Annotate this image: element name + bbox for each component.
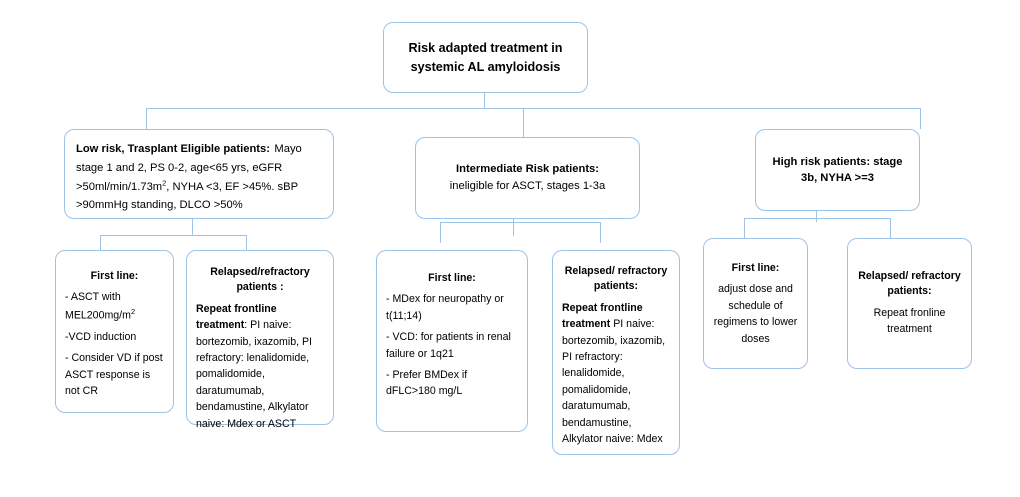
connector-low-drop-first-line [100,235,102,250]
node-title[interactable]: Risk adapted treatment in systemic AL am… [383,22,588,93]
low-risk-body-line3: >90mmHg standing, DLCO >50% [76,199,243,212]
node-intermediate-relapsed[interactable]: Relapsed/ refractory patients: Repeat fr… [552,250,680,455]
connector-high-drop-relapsed [890,218,892,238]
node-low-relapsed-body-rest: : PI naive: bortezomib, ixazomib, PI ref… [196,319,312,430]
connector-intermediate-drop-relapsed [600,222,602,243]
low-risk-body-line2-post: , NYHA <3, EF >45%. sBP [166,180,298,193]
connector-intermediate-bus [440,222,601,224]
node-low-relapsed[interactable]: Relapsed/refractory patients : Repeat fr… [186,250,334,430]
connector-low-drop-relapsed [246,235,248,250]
node-low-first-line-item-2: - Consider VD if post ASCT response is n… [65,352,163,397]
node-intermediate-relapsed-body-bold: Repeat frontline treatment [562,301,643,331]
node-high-relapsed-body: Repeat fronline treatment [873,306,946,336]
node-high-relapsed-heading: Relapsed/ refractory patients: [858,270,961,298]
node-high-risk-heading: High risk patients: stage 3b, NYHA >=3 [772,155,903,184]
node-low-risk-body: Mayo stage 1 and 2, PS 0-2, age<65 yrs, … [76,143,302,211]
node-low-first-line-heading: First line: [90,270,139,282]
node-high-first-line-heading: First line: [731,262,780,274]
node-low-relapsed-heading: Relapsed/refractory patients : [210,266,310,294]
node-low-relapsed-body: Repeat frontline treatment: PI naive: bo… [196,301,324,432]
connector-drop-low-risk [146,108,148,129]
node-low-relapsed-body-bold: Repeat frontline treatment [196,302,277,332]
node-intermediate-risk-heading: Intermediate Risk patients: [456,163,599,176]
node-low-risk[interactable]: Low risk, Trasplant Eligible patients: M… [64,129,334,219]
connector-high-bus [744,218,891,220]
connector-intermediate-stem [513,219,515,236]
node-high-relapsed[interactable]: Relapsed/ refractory patients: Repeat fr… [847,238,972,369]
low-first-line-item0-text: - ASCT with MEL200mg/m [65,291,131,322]
node-intermediate-relapsed-heading: Relapsed/ refractory patients: [564,265,668,293]
node-title-label: Risk adapted treatment in systemic AL am… [408,41,563,74]
node-high-first-line[interactable]: First line: adjust dose and schedule of … [703,238,808,369]
node-intermediate-first-line-heading: First line: [428,272,476,284]
node-intermediate-relapsed-body: Repeat frontline treatment PI naive: bor… [562,300,670,448]
node-intermediate-risk-body: ineligible for ASCT, stages 1-3a [449,179,606,192]
node-high-first-line-body: adjust dose and schedule of regimens to … [713,283,798,345]
connector-title-stem [484,93,486,109]
node-intermediate-risk[interactable]: Intermediate Risk patients: ineligible f… [415,137,640,219]
low-risk-body-line2-pre: >50ml/min/1.73m [76,180,163,193]
low-risk-body-line1: Mayo stage 1 and 2, PS 0-2, age<65 yrs, … [76,143,302,174]
low-first-line-item0-sup: 2 [130,306,136,316]
connector-high-drop-first-line [744,218,746,238]
connector-low-stem [192,219,194,236]
low-risk-body-line2-sup: 2 [162,177,167,187]
connector-low-bus [100,235,247,237]
node-intermediate-relapsed-body-rest: PI naive: bortezomib, ixazomib, PI refra… [562,318,666,445]
node-low-first-line-item-0: - ASCT with MEL200mg/m2 [65,289,164,323]
connector-level2-bus [146,108,921,110]
connector-drop-intermediate-risk [523,108,525,137]
node-low-risk-heading: Low risk, Trasplant Eligible patients: [76,143,270,155]
node-intermediate-first-line-item-1: - VCD: for patients in renal failure or … [386,331,511,360]
connector-intermediate-drop-first-line [440,222,442,243]
node-intermediate-first-line-item-0: - MDex for neuropathy or t(11;14) [386,293,504,322]
node-high-risk[interactable]: High risk patients: stage 3b, NYHA >=3 [755,129,920,211]
node-intermediate-first-line[interactable]: First line: - MDex for neuropathy or t(1… [376,250,528,432]
node-low-first-line-item-1: -VCD induction [65,330,137,343]
connector-high-stem [816,211,818,222]
node-intermediate-first-line-item-2: - Prefer BMDex if dFLC>180 mg/L [386,368,468,398]
connector-drop-high-risk [920,108,922,129]
node-low-first-line[interactable]: First line: - ASCT with MEL200mg/m2 -VCD… [55,250,174,413]
